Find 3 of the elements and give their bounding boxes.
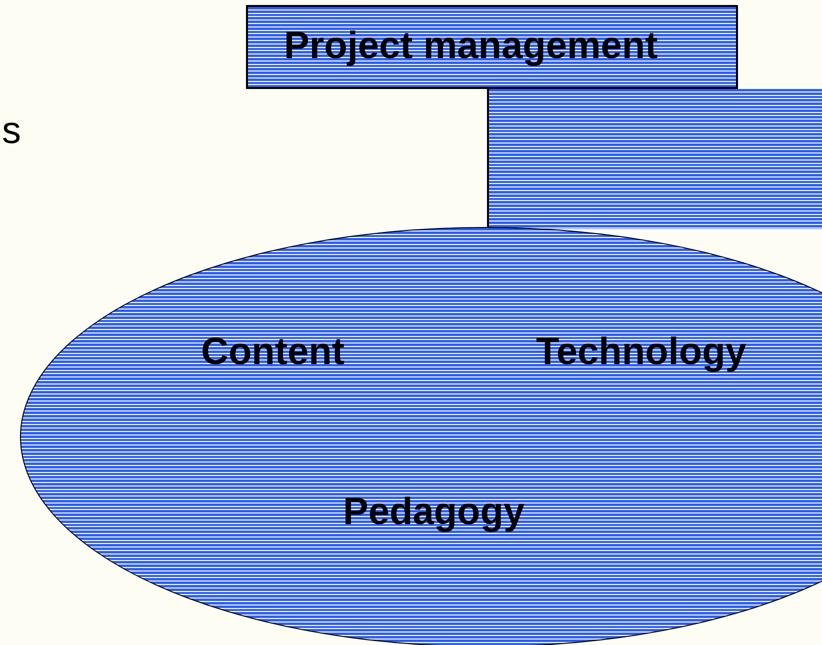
shaded-band — [487, 89, 822, 229]
text-fragment: s — [2, 112, 21, 150]
ellipse-shape — [20, 227, 822, 645]
